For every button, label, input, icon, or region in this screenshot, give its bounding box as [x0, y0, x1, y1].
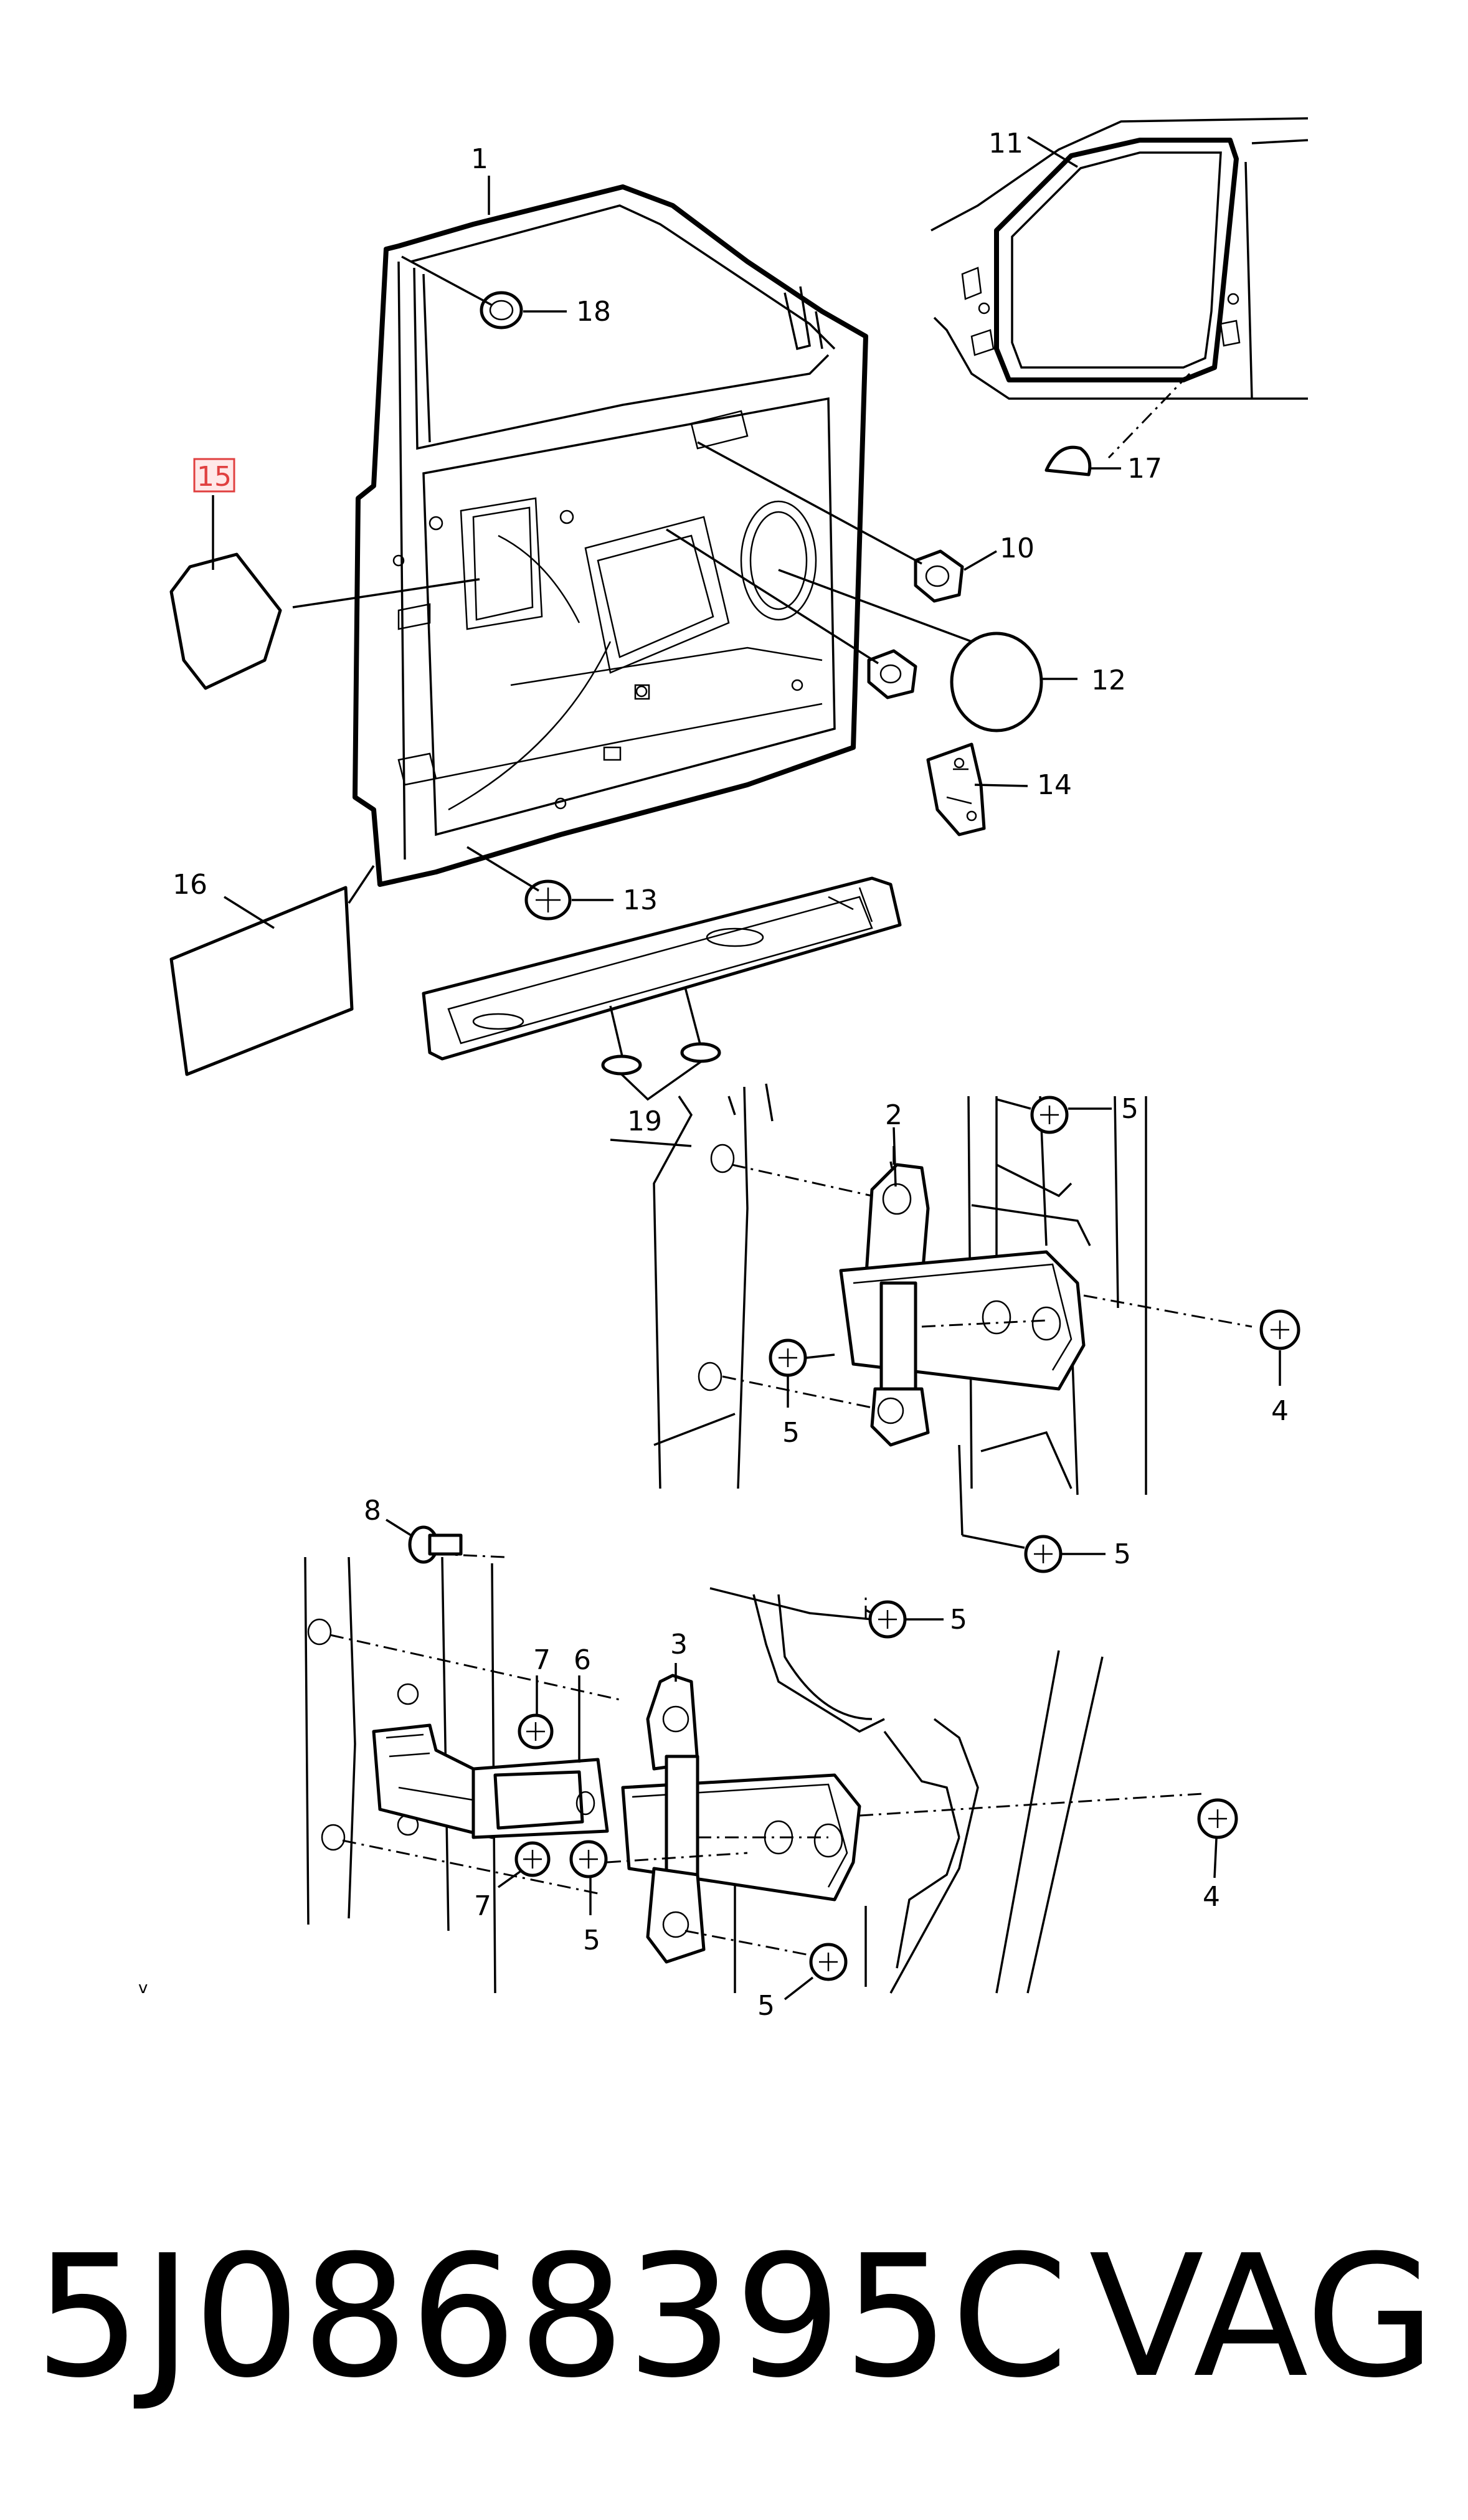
bolt-7b [497, 1841, 551, 1888]
corner-mark: v [138, 1979, 148, 1997]
clip-10 [697, 441, 997, 603]
callout-6: 6 [574, 1644, 591, 1676]
membrane-15 [169, 458, 480, 690]
nut [666, 528, 917, 699]
bolt-8 [386, 1518, 463, 1564]
clip-13 [466, 846, 613, 921]
cap-12 [778, 569, 1077, 732]
callout-10: 10 [1000, 533, 1035, 564]
bolt-4b [1197, 1798, 1238, 1878]
brand-name: VAG [1089, 2219, 1436, 2415]
door-shell [353, 184, 868, 887]
parts-diagram: 1 18 15 16 13 11 17 10 12 14 19 2 5 4 5 … [138, 117, 1309, 2022]
callout-12: 12 [1091, 665, 1126, 696]
bolt-4a [1259, 1309, 1300, 1386]
bolt-5a [996, 1096, 1112, 1134]
callout-5e: 5 [583, 1925, 600, 1956]
bolt-5d [865, 1600, 944, 1639]
callout-1: 1 [471, 143, 488, 175]
callout-11: 11 [988, 128, 1023, 159]
callout-5b: 5 [782, 1417, 800, 1449]
callout-8: 8 [364, 1495, 381, 1527]
callout-7a: 7 [533, 1644, 551, 1676]
upper-hinge-assembly [610, 1083, 1253, 1495]
callout-4a: 4 [1271, 1395, 1289, 1427]
callout-4b: 4 [1203, 1881, 1220, 1913]
callout-5a: 5 [1121, 1093, 1139, 1125]
callout-5f: 5 [757, 1990, 775, 2022]
callout-17: 17 [1127, 453, 1162, 485]
grommet-18 [401, 255, 567, 329]
seal-17 [1044, 445, 1121, 476]
part-number: 5J0868395C [34, 2219, 1070, 2415]
bolt-5e [569, 1840, 608, 1915]
body-aperture [931, 117, 1309, 459]
bolt-5b [769, 1338, 835, 1408]
callout-5c: 5 [1114, 1538, 1131, 1570]
callout-19: 19 [627, 1106, 662, 1137]
callout-5d: 5 [950, 1604, 967, 1636]
bolt-5c [958, 1444, 1106, 1573]
callout-13: 13 [623, 884, 658, 916]
callout-18: 18 [576, 296, 611, 328]
callout-3: 3 [670, 1629, 688, 1660]
callout-14: 14 [1037, 769, 1072, 801]
lower-hinge-assembly [304, 1553, 1203, 1994]
callout-7b: 7 [474, 1890, 491, 1922]
bolt-7a [518, 1675, 554, 1750]
sill-panel [422, 876, 902, 1101]
callout-16: 16 [173, 869, 207, 901]
pad-16 [169, 865, 375, 1076]
bracket-14 [926, 742, 1028, 836]
callout-labels: 1 18 15 16 13 11 17 10 12 14 19 2 5 4 5 … [138, 128, 1289, 2022]
footer: 5J0868395C VAG [34, 2224, 1436, 2410]
callout-2: 2 [885, 1099, 902, 1131]
callout-15: 15 [197, 461, 232, 493]
bolt-5f [784, 1943, 848, 2001]
